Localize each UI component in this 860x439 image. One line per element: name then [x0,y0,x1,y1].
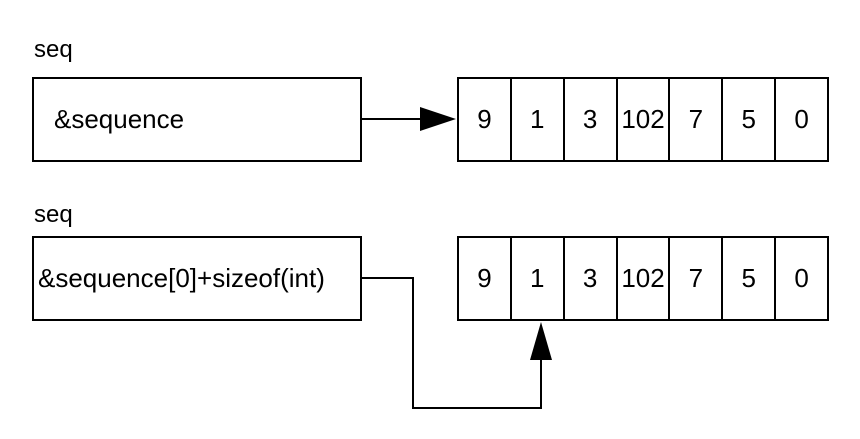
row2-pointer-value: &sequence[0]+sizeof(int) [38,263,325,293]
row2-cell: 7 [670,238,724,319]
row1-arrowhead [420,107,456,131]
row1-pointer-box: &sequence [32,77,362,162]
row1-array: 9 1 3 102 7 5 0 [457,77,829,162]
row1-var-name: seq [34,36,73,63]
row2-pointer-box: &sequence[0]+sizeof(int) [32,236,362,321]
row2-cell: 3 [565,238,618,319]
row2-cell: 5 [723,238,777,319]
row1-cell: 3 [565,79,618,160]
row2-arrow-shaft [361,277,542,409]
row1-cell: 102 [618,79,671,160]
row1-pointer-value: &sequence [54,104,185,134]
row2-arrowhead [530,322,552,360]
row1-cell: 9 [459,79,512,160]
row1-cell: 5 [723,79,777,160]
row2-var-name: seq [34,201,73,228]
row1-cell: 0 [794,104,809,134]
row2-cell: 102 [618,238,671,319]
row2-cell: 0 [794,263,809,293]
row2-array: 9 1 3 102 7 5 0 [457,236,829,321]
row1-cell: 7 [670,79,724,160]
row2-cell: 9 [459,238,512,319]
row1-cell: 1 [512,79,565,160]
row2-cell: 1 [512,238,565,319]
